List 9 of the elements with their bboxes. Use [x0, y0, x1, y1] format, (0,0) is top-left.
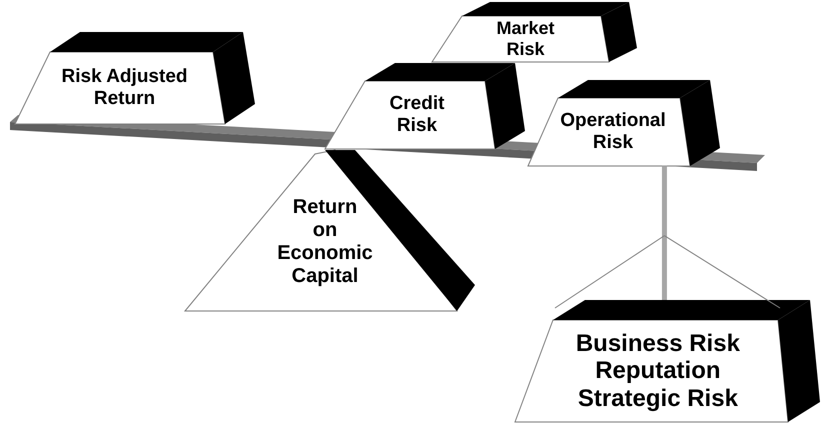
block-label: Credit Risk	[390, 93, 444, 137]
block-label: Strategic Risk	[578, 384, 738, 412]
hanger-line	[554, 166, 780, 308]
block-label: Risk Adjusted Return	[60, 66, 188, 110]
block-label: Business Risk	[576, 330, 740, 358]
block-label: Reputation	[595, 357, 721, 385]
block-label: Return on Economic Capital	[277, 196, 373, 288]
block-label: Operational Risk	[560, 110, 666, 154]
block-label: Market Risk	[496, 18, 555, 60]
